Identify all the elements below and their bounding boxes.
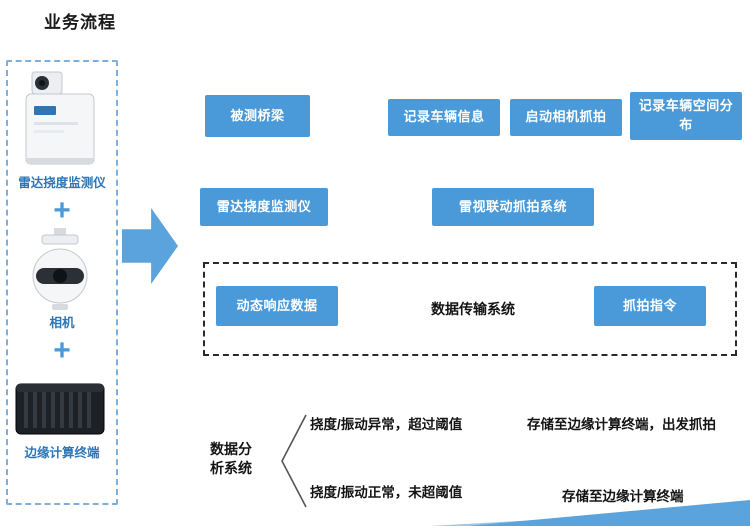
dome-camera-icon <box>28 228 92 314</box>
right-arrow-icon <box>122 208 178 284</box>
flow-box-vehicle-spatial-distribution: 记录车辆空间分布 <box>630 92 742 140</box>
flow-box-radar-deflection-monitor: 雷达挠度监测仪 <box>200 188 328 226</box>
flow-box-bridge: 被测桥梁 <box>205 95 310 137</box>
analysis-system-label: 数据分析系统 <box>210 441 252 476</box>
edge-terminal-icon <box>14 376 106 442</box>
edge-terminal-label: 边缘计算终端 <box>24 446 100 460</box>
flow-box-capture-command: 抓拍指令 <box>594 286 706 326</box>
branch-brace-icon <box>278 412 308 510</box>
flow-box-radar-vision-capture-system: 雷视联动抓拍系统 <box>432 188 594 226</box>
branch-condition-normal: 挠度/振动正常，未超阈值 <box>310 485 463 500</box>
plus-icon: + <box>53 334 71 367</box>
branch-result-abnormal: 存储至边缘计算终端，出发抓拍 <box>527 417 716 432</box>
branch-result-normal: 存储至边缘计算终端 <box>562 489 684 504</box>
flow-box-record-vehicle-info: 记录车辆信息 <box>388 99 500 136</box>
radar-monitor-label: 雷达挠度监测仪 <box>18 176 106 190</box>
transmission-system-label: 数据传输系统 <box>431 301 515 317</box>
radar-monitor-icon <box>22 70 98 172</box>
transmission-dashed-box <box>203 262 737 356</box>
camera-label: 相机 <box>49 316 75 330</box>
device-stack-panel <box>6 60 118 505</box>
flow-box-start-camera-capture: 启动相机抓拍 <box>510 99 622 136</box>
plus-icon: + <box>53 194 71 227</box>
page-title: 业务流程 <box>44 13 116 32</box>
branch-condition-abnormal: 挠度/振动异常，超过阈值 <box>310 417 463 432</box>
flow-box-dynamic-response-data: 动态响应数据 <box>216 286 338 326</box>
